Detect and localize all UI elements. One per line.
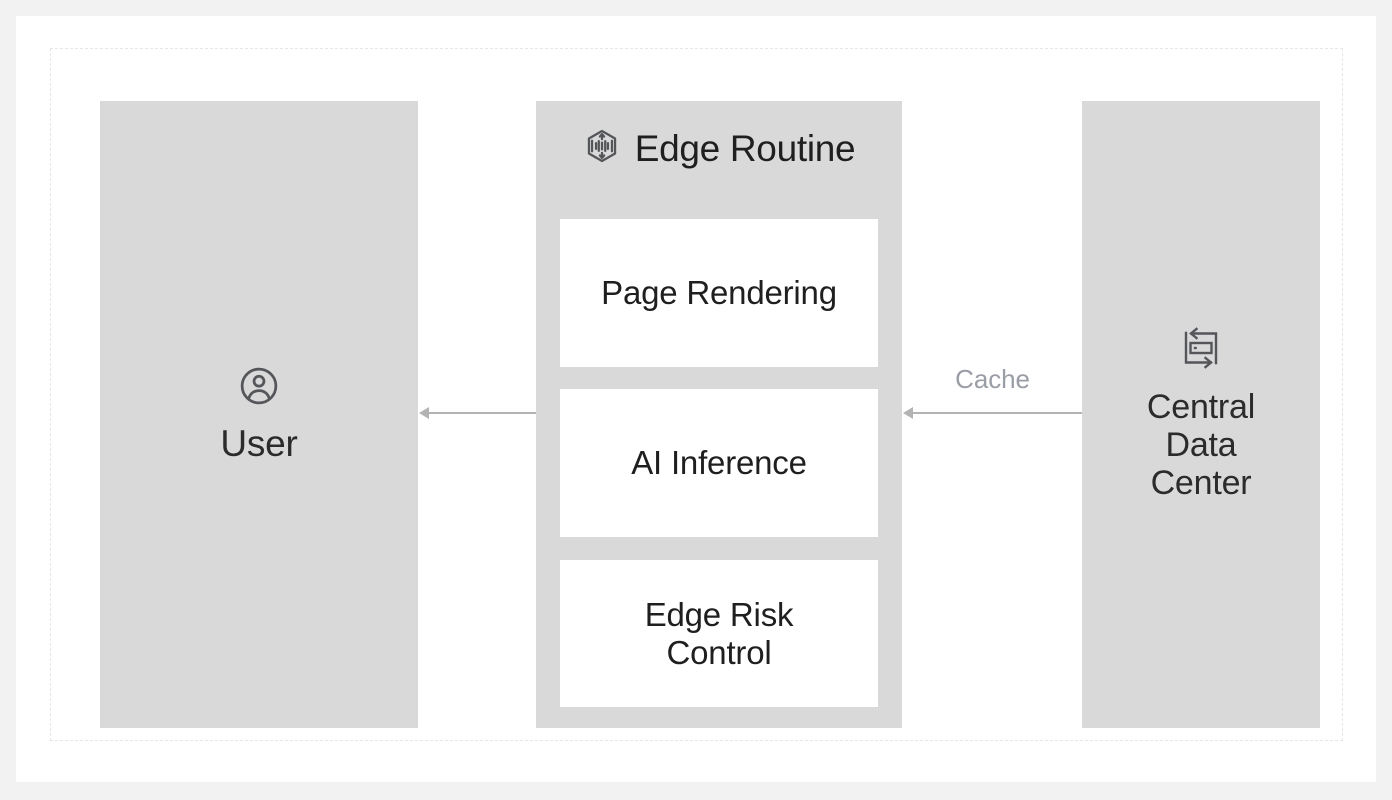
connector-datacenter-to-edge <box>903 407 1082 419</box>
node-user[interactable]: User <box>100 101 418 728</box>
edge-routine-title: Edge Routine <box>634 128 856 169</box>
node-user-label: User <box>220 423 298 465</box>
data-exchange-icon <box>1178 327 1224 374</box>
arrow-head-icon <box>419 407 429 419</box>
diagram-frame-border <box>50 48 1343 741</box>
connector-cache-label: Cache <box>955 364 1030 394</box>
arrow-line <box>912 412 1082 414</box>
edge-subnode-ai-inference[interactable]: AI Inference <box>560 389 878 537</box>
edge-subnode-label: AI Inference <box>631 444 807 482</box>
node-central-data-center[interactable]: Central Data Center <box>1082 101 1320 728</box>
edge-hexagon-icon <box>583 127 621 170</box>
edge-subnode-page-rendering[interactable]: Page Rendering <box>560 219 878 367</box>
edge-subnode-label: Edge Risk Control <box>644 595 794 671</box>
edge-routine-header: Edge Routine <box>536 127 902 170</box>
node-data-center-label: Central Data Center <box>1146 387 1256 503</box>
node-edge-routine[interactable]: Edge Routine Page Rendering AI Inference… <box>536 101 902 728</box>
user-circle-icon <box>237 364 281 413</box>
arrow-line <box>428 412 536 414</box>
connector-edge-to-user <box>419 407 536 419</box>
diagram-canvas: User Edge Routine P <box>16 16 1376 782</box>
edge-subnode-edge-risk-control[interactable]: Edge Risk Control <box>560 560 878 707</box>
arrow-head-icon <box>903 407 913 419</box>
edge-subnode-label: Page Rendering <box>601 274 837 312</box>
